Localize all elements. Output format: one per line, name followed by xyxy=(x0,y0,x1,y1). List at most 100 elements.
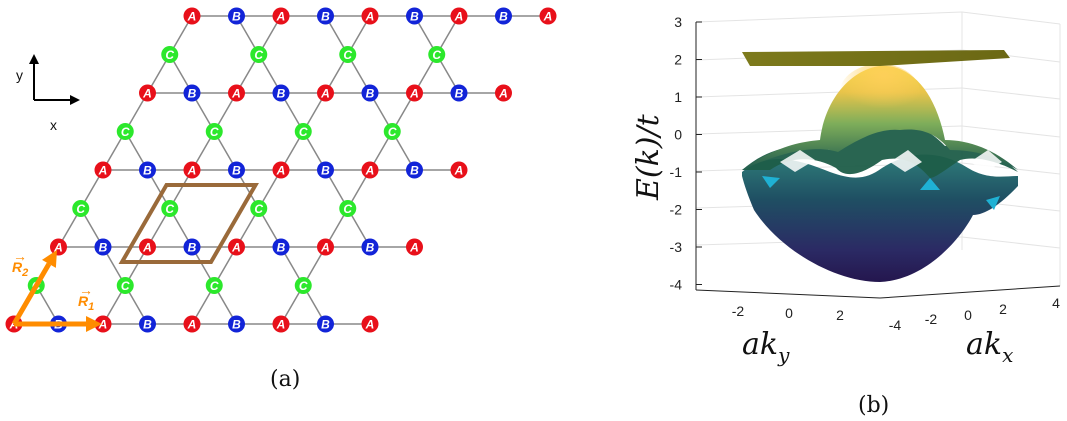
vector-r1-label-arrow-accent: → xyxy=(79,282,93,298)
site-a: A xyxy=(139,238,156,256)
site-label: A xyxy=(98,163,108,177)
kagome-lattice-diagram: ABCABCABCABCAABCABCABCABCAABCABCABCABCAA… xyxy=(5,7,557,392)
site-label: B xyxy=(321,9,330,23)
site-label: B xyxy=(99,240,108,254)
site-marker xyxy=(250,200,268,217)
band-gap-left xyxy=(780,150,815,172)
site-label: A xyxy=(320,240,330,254)
site-marker xyxy=(161,46,179,63)
site-marker xyxy=(139,161,156,179)
lattice-vectors: R1→R2→ xyxy=(11,248,102,332)
site-a: A xyxy=(228,84,245,102)
site-label: B xyxy=(410,9,419,23)
site-a: A xyxy=(272,315,290,333)
kx-tick-label: 0 xyxy=(964,307,972,323)
z-tick-label: -2 xyxy=(670,202,683,218)
site-marker xyxy=(495,7,512,25)
site-b: B xyxy=(183,238,201,256)
site-c: C xyxy=(72,200,90,217)
site-label: B xyxy=(232,317,241,331)
site-a: A xyxy=(361,315,379,333)
flat-band-plane xyxy=(742,50,1010,66)
site-b: B xyxy=(228,7,245,25)
vector-r1-label: R1 xyxy=(78,293,94,313)
site-a: A xyxy=(183,161,201,179)
site-label: B xyxy=(188,86,197,100)
site-marker xyxy=(116,123,134,140)
site-marker xyxy=(294,277,312,294)
site-marker xyxy=(228,7,245,25)
site-c: C xyxy=(339,200,357,217)
site-label: A xyxy=(276,317,286,331)
site-marker xyxy=(183,84,201,102)
unit-cell xyxy=(118,183,259,264)
site-a: A xyxy=(139,84,156,102)
site-label: C xyxy=(343,202,352,216)
site-label: B xyxy=(277,240,286,254)
site-marker xyxy=(72,200,90,217)
site-marker xyxy=(183,238,201,256)
site-c: C xyxy=(161,200,179,217)
site-marker xyxy=(383,123,401,140)
site-marker xyxy=(161,200,179,217)
kx-tick-label: -2 xyxy=(925,311,938,327)
site-b: B xyxy=(361,238,379,256)
site-marker xyxy=(139,84,156,102)
site-c: C xyxy=(161,46,179,63)
site-c: C xyxy=(250,200,268,217)
vector-r2-head xyxy=(42,250,57,268)
site-c: C xyxy=(383,123,401,140)
site-a: A xyxy=(183,7,201,25)
vector-r1-head xyxy=(86,316,102,332)
middle-band-surface xyxy=(742,123,1018,178)
z-tick-label: -3 xyxy=(670,239,683,255)
site-a: A xyxy=(361,161,379,179)
site-marker xyxy=(361,7,379,25)
site-marker xyxy=(406,238,423,256)
site-label: B xyxy=(277,86,286,100)
site-a: A xyxy=(317,238,334,256)
site-label: C xyxy=(432,48,441,62)
band-gap-center xyxy=(890,150,922,172)
site-b: B xyxy=(406,7,423,25)
site-label: B xyxy=(455,86,464,100)
site-label: A xyxy=(409,240,419,254)
site-marker xyxy=(272,161,290,179)
site-marker xyxy=(139,315,156,333)
x-axis-label: x xyxy=(50,117,57,133)
site-b: B xyxy=(450,84,468,102)
site-marker xyxy=(183,7,201,25)
site-marker xyxy=(272,7,290,25)
site-marker xyxy=(94,161,112,179)
site-marker xyxy=(228,161,245,179)
kx-tick-label: -4 xyxy=(889,317,902,333)
site-marker xyxy=(317,84,334,102)
site-a: A xyxy=(228,238,245,256)
site-b: B xyxy=(139,161,156,179)
site-c: C xyxy=(294,123,312,140)
site-marker xyxy=(361,84,379,102)
site-a: A xyxy=(272,7,290,25)
vector-r2-label-arrow-accent: → xyxy=(13,248,27,264)
site-label: C xyxy=(388,125,397,139)
dirac-cone-left xyxy=(762,176,780,188)
site-label: B xyxy=(232,9,241,23)
z-tick-label: 0 xyxy=(674,127,682,143)
site-label: C xyxy=(121,279,130,293)
energy-axis-label: E(k)/t xyxy=(631,113,666,201)
site-a: A xyxy=(94,161,112,179)
site-label: C xyxy=(299,125,308,139)
z-tick-label: 1 xyxy=(674,89,682,105)
site-label: C xyxy=(210,125,219,139)
site-label: A xyxy=(142,86,152,100)
kx-axis-label: akx xyxy=(966,327,1013,367)
site-a: A xyxy=(495,84,512,102)
site-label: A xyxy=(276,163,286,177)
site-a: A xyxy=(361,7,379,25)
site-marker xyxy=(228,84,245,102)
site-marker xyxy=(250,46,268,63)
site-marker xyxy=(94,238,112,256)
site-label: A xyxy=(365,163,375,177)
